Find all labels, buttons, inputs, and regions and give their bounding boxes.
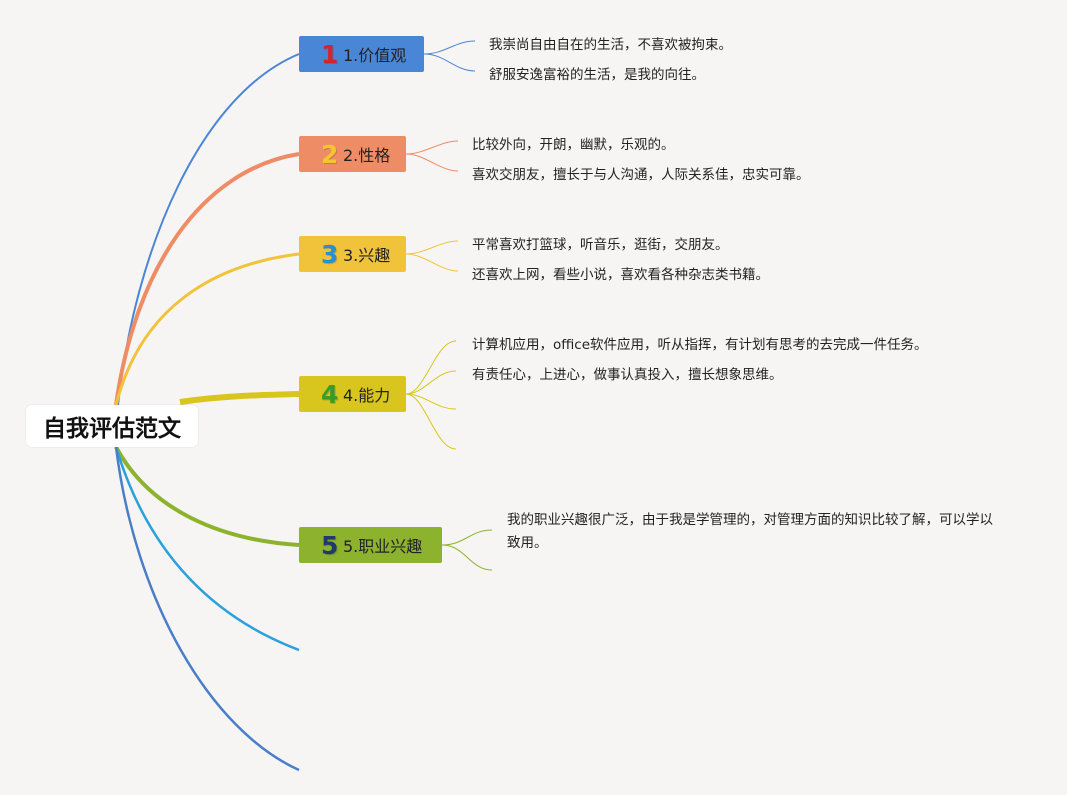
branch-label: 3.兴趣 xyxy=(343,246,391,265)
leaf-connector xyxy=(441,529,493,546)
connector-branch-5 xyxy=(114,446,300,547)
leaf-text[interactable]: 还喜欢上网，看些小说，喜欢看各种杂志类书籍。 xyxy=(472,267,769,283)
connector-branch-4 xyxy=(179,391,300,405)
leaf-connector xyxy=(405,393,457,450)
leaf-text[interactable]: 有责任心，上进心，做事认真投入，擅长想象思维。 xyxy=(472,367,783,383)
leaf-text[interactable]: 舒服安逸富裕的生活，是我的向往。 xyxy=(489,67,705,83)
branch-node-abilities[interactable]: 4 4.能力 xyxy=(299,376,406,412)
connector-extra-1 xyxy=(114,446,300,652)
number-5-icon: 5 xyxy=(321,530,339,560)
branch-label: 5.职业兴趣 xyxy=(343,537,423,556)
number-1-icon: 1 xyxy=(321,39,339,69)
leaf-connector xyxy=(405,153,459,172)
leaf-text[interactable]: 计算机应用，office软件应用，听从指挥，有计划有思考的去完成一件任务。 xyxy=(472,337,928,353)
leaf-text[interactable]: 我的职业兴趣很广泛，由于我是学管理的，对管理方面的知识比较了解，可以学以致用。 xyxy=(507,512,993,551)
leaf-connector xyxy=(405,240,459,255)
leaf-connector xyxy=(405,340,457,395)
branch-node-values[interactable]: 1 1.价值观 xyxy=(299,36,424,72)
connector-branch-1 xyxy=(117,53,300,406)
branch-label: 2.性格 xyxy=(343,146,391,165)
leaf-text[interactable]: 喜欢交朋友，擅长于与人沟通，人际关系佳，忠实可靠。 xyxy=(472,167,810,183)
leaf-connector xyxy=(423,53,476,72)
branch-label: 1.价值观 xyxy=(343,46,407,65)
connector-branch-3 xyxy=(114,252,300,406)
number-2-icon: 2 xyxy=(321,139,339,169)
number-4-icon: 4 xyxy=(321,379,339,409)
branch-node-career-interest[interactable]: 5 5.职业兴趣 xyxy=(299,527,442,563)
leaf-connector xyxy=(405,140,459,155)
connector-branch-2 xyxy=(114,152,300,406)
branch-node-personality[interactable]: 2 2.性格 xyxy=(299,136,406,172)
connector-extra-2 xyxy=(114,446,300,772)
leaf-text[interactable]: 我崇尚自由自在的生活，不喜欢被拘束。 xyxy=(489,37,732,53)
branch-node-interests[interactable]: 3 3.兴趣 xyxy=(299,236,406,272)
leaf-connector xyxy=(405,253,459,272)
leaf-connector xyxy=(423,40,476,55)
leaf-text[interactable]: 比较外向，开朗，幽默，乐观的。 xyxy=(472,137,675,153)
leaf-text[interactable]: 平常喜欢打篮球，听音乐，逛街，交朋友。 xyxy=(472,237,729,253)
leaf-connector xyxy=(441,544,493,571)
branch-label: 4.能力 xyxy=(343,386,391,405)
number-3-icon: 3 xyxy=(321,239,339,269)
leaf-connector xyxy=(405,370,457,395)
root-node[interactable]: 自我评估范文 xyxy=(26,405,198,447)
leaf-connector xyxy=(405,393,457,410)
